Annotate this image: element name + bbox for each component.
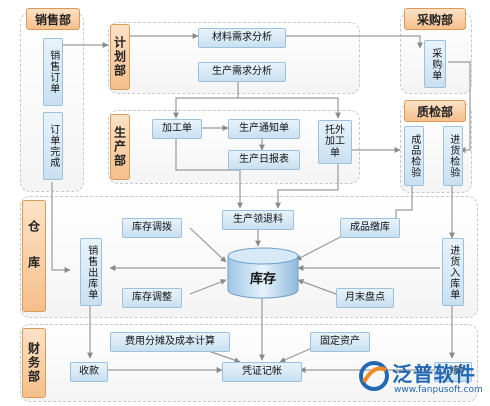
cost-allocation-node: 费用分摊及成本计算 [110, 332, 230, 352]
line-transfer-to-inventory [189, 227, 227, 263]
line-count-to-inventory [297, 279, 337, 295]
warehouse-department-label: 仓库 [22, 200, 46, 312]
line-production-demand-right [238, 97, 341, 119]
inventory-cylinder: 库存 [226, 246, 300, 300]
production-demand-node: 生产需求分析 [198, 62, 286, 82]
fanpu-logo-mark [359, 361, 389, 391]
outsourcing-order-node: 托外加工单 [318, 120, 352, 164]
finance-department-label: 财务部 [22, 328, 46, 398]
line-assets-to-voucher [279, 347, 313, 363]
line-production-demand-down [173, 80, 239, 119]
product-inspection-node: 成品检验 [404, 126, 424, 186]
product-stock-in-node: 成品缴库 [340, 218, 400, 238]
line-order-complete-down [51, 182, 71, 273]
purchasing-department-label: 采购部 [404, 8, 466, 30]
fanpu-logo: 泛普软件 www.fanpusoft.com [358, 358, 490, 406]
production-material-return-node: 生产领退料 [222, 210, 294, 230]
purchase-order-node: 采购单 [424, 40, 446, 88]
fanpu-logo-url: www.fanpusoft.com [394, 385, 483, 395]
line-processing-down [175, 138, 240, 171]
planning-department-label: 计划部 [110, 24, 130, 90]
order-complete-node: 订单完成 [43, 112, 63, 180]
sales-outbound-node: 销售出库单 [80, 238, 102, 306]
production-daily-node: 生产日报表 [228, 150, 300, 170]
inventory-transfer-node: 库存调拨 [122, 218, 182, 238]
collection-node: 收款 [70, 362, 108, 382]
inventory-adjustment-node: 库存调整 [122, 288, 182, 308]
inventory-cylinder-shape [227, 247, 299, 299]
production-department-label: 生产部 [110, 114, 130, 180]
incoming-stock-in-node: 进货入库单 [442, 238, 464, 306]
sales-department-label: 销售部 [26, 8, 80, 30]
material-demand-node: 材料需求分析 [198, 28, 286, 48]
incoming-inspection-node: 进货检验 [443, 126, 463, 186]
line-purchase-to-incoming [448, 61, 471, 153]
sales-order-node: 销售订单 [43, 38, 63, 106]
payment-node: 付款 [434, 362, 472, 382]
inventory-label: 库存 [249, 272, 276, 287]
fixed-assets-node: 固定资产 [310, 332, 370, 352]
processing-order-node: 加工单 [152, 119, 202, 139]
month-end-count-node: 月末盘点 [336, 288, 394, 308]
line-material-to-purchase [282, 35, 423, 49]
voucher-posting-node: 凭证记帐 [222, 362, 302, 382]
line-outsourcing-down [275, 164, 339, 209]
production-notice-node: 生产通知单 [228, 119, 300, 139]
fanpu-logo-name: 泛普软件 [392, 362, 476, 386]
line-product-inspection-down [393, 186, 413, 225]
line-adjust-to-inventory [189, 279, 227, 295]
quality-department-label: 质检部 [404, 100, 466, 122]
